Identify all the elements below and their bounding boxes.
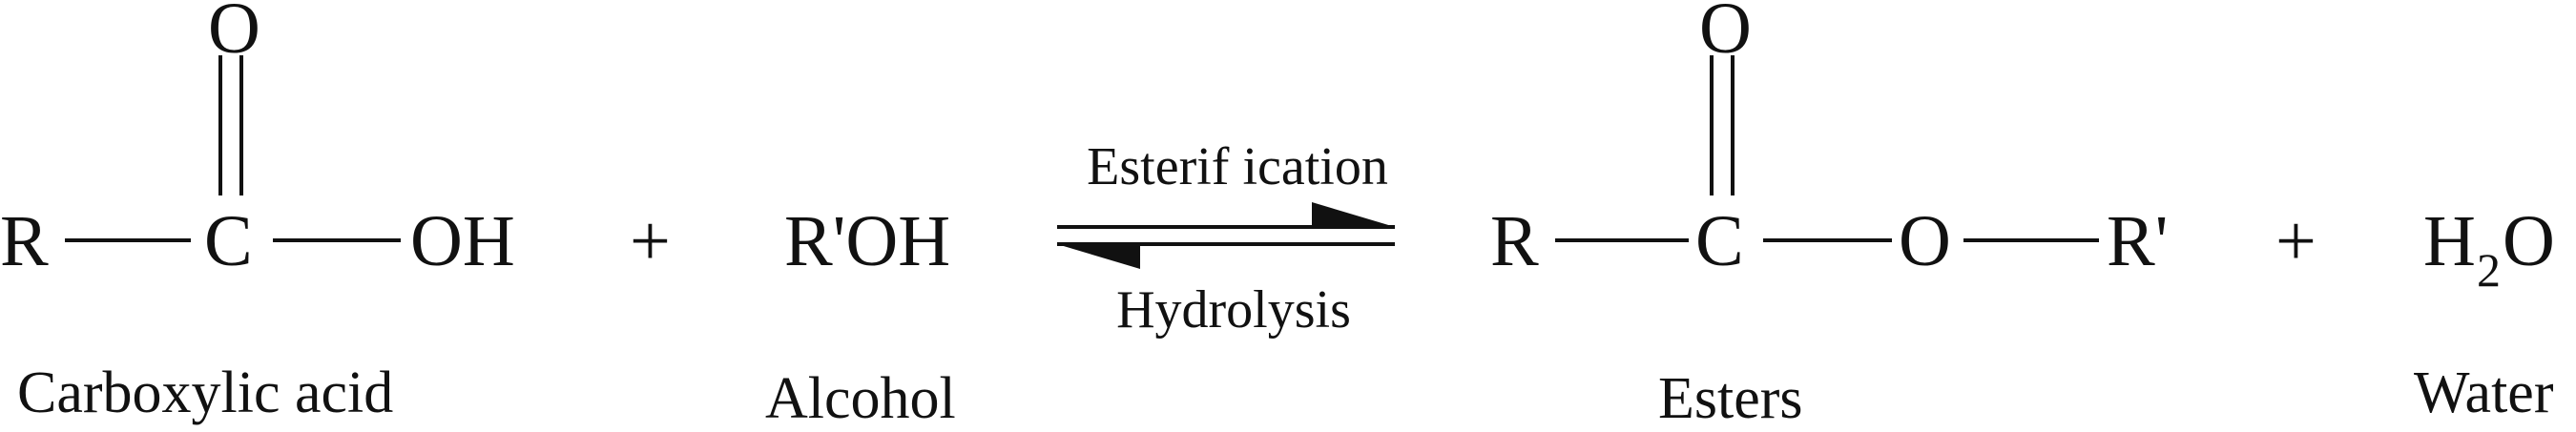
ester-carbonyl-oxygen: O: [1699, 0, 1752, 69]
carboxylic-acid-caption: Carboxylic acid: [17, 360, 393, 425]
acid-carbonyl-oxygen: O: [208, 0, 260, 69]
water-hydrogen: H: [2423, 201, 2476, 281]
product-plus-sign: +: [2275, 201, 2316, 281]
alcohol-formula: R'OH: [784, 201, 950, 281]
acid-r-group: R: [0, 201, 49, 281]
alcohol-caption: Alcohol: [765, 366, 956, 431]
water-formula: H 2 O: [2423, 201, 2555, 297]
water-subscript: 2: [2477, 243, 2501, 297]
reverse-arrow-label: Hydrolysis: [1116, 280, 1351, 339]
forward-arrow-label: Esterif ication: [1087, 137, 1388, 196]
esters-caption: Esters: [1658, 366, 1803, 431]
reactant-plus-sign: +: [630, 201, 671, 281]
acid-carbon: C: [204, 201, 253, 281]
forward-arrow-head: [1312, 202, 1395, 227]
equilibrium-arrows: Esterif ication Hydrolysis: [1057, 137, 1395, 339]
reverse-arrow-head: [1057, 244, 1140, 269]
ester-r-group: R: [1490, 201, 1539, 281]
water-oxygen: O: [2503, 201, 2555, 281]
ester-oxygen: O: [1899, 201, 1951, 281]
water-caption: Water: [2414, 360, 2554, 425]
ester-r-prime-group: R': [2107, 201, 2168, 281]
carboxylic-acid-structure: R C O OH: [0, 0, 515, 281]
ester-structure: R C O O R': [1490, 0, 2168, 281]
ester-carbon: C: [1695, 201, 1744, 281]
acid-hydroxyl: OH: [410, 201, 515, 281]
